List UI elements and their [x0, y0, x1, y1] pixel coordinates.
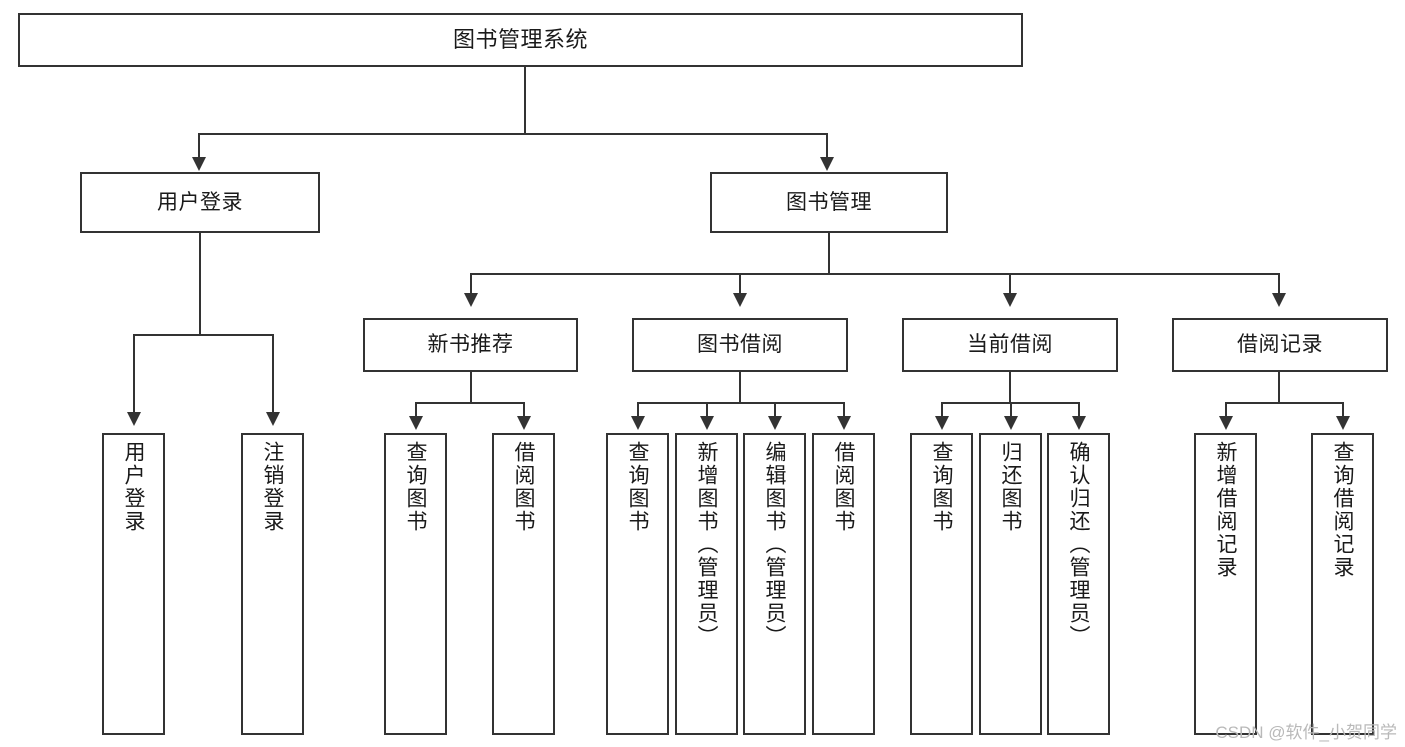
arrow-user-login-leaf2: [266, 412, 280, 426]
leaf-borrow-edit-book-label: 编辑图书（管理员）: [763, 441, 786, 648]
connector-new-book-leaf1: [415, 402, 417, 418]
connector-root-to-user-login: [198, 133, 200, 159]
connector-user-login-leaf2: [272, 334, 274, 414]
connector-user-login-leaf1: [133, 334, 135, 414]
leaf-newbook-query-book[interactable]: 查询图书: [384, 433, 447, 735]
leaf-borrow-borrow-book-label: 借阅图书: [832, 441, 855, 533]
arrow-bm-to-current-borrow: [1003, 293, 1017, 307]
arrow-borrow-record-leaf2: [1336, 416, 1350, 430]
connector-bm-to-new-book: [470, 273, 472, 295]
leaf-record-query-record-label: 查询借阅记录: [1331, 441, 1354, 579]
node-user-login-label: 用户登录: [157, 190, 243, 214]
connector-current-borrow-leaf1: [941, 402, 943, 418]
connector-book-borrow-leaf2: [706, 402, 708, 418]
connector-root-to-book-manage: [826, 133, 828, 159]
arrow-user-login-leaf1: [127, 412, 141, 426]
leaf-borrow-query-book-label: 查询图书: [626, 441, 649, 533]
connector-current-borrow-leaf2: [1010, 402, 1012, 418]
leaf-borrow-add-book-label: 新增图书（管理员）: [695, 441, 718, 648]
leaf-current-return-book[interactable]: 归还图书: [979, 433, 1042, 735]
arrow-root-to-book-manage: [820, 157, 834, 171]
connector-new-book-stem: [470, 372, 472, 402]
connector-book-manage-bus: [470, 273, 1280, 275]
connector-book-borrow-stem: [739, 372, 741, 402]
leaf-current-confirm-return-label: 确认归还（管理员）: [1067, 441, 1090, 648]
leaf-current-confirm-return[interactable]: 确认归还（管理员）: [1047, 433, 1110, 735]
leaf-user-login[interactable]: 用户登录: [102, 433, 165, 735]
node-current-borrow[interactable]: 当前借阅: [902, 318, 1118, 372]
node-borrow-record-label: 借阅记录: [1237, 333, 1323, 357]
leaf-current-query-book-label: 查询图书: [930, 441, 953, 533]
leaf-record-query-record[interactable]: 查询借阅记录: [1311, 433, 1374, 735]
connector-user-login-stem: [199, 233, 201, 334]
leaf-newbook-query-book-label: 查询图书: [404, 441, 427, 533]
connector-borrow-record-bus: [1225, 402, 1343, 404]
connector-root-stem: [524, 67, 526, 133]
leaf-record-add-record[interactable]: 新增借阅记录: [1194, 433, 1257, 735]
arrow-new-book-leaf1: [409, 416, 423, 430]
arrow-bm-to-book-borrow: [733, 293, 747, 307]
arrow-book-borrow-leaf1: [631, 416, 645, 430]
connector-borrow-record-stem: [1278, 372, 1280, 402]
connector-current-borrow-stem: [1009, 372, 1011, 402]
node-book-manage[interactable]: 图书管理: [710, 172, 948, 233]
connector-book-borrow-bus: [637, 402, 845, 404]
leaf-borrow-add-book[interactable]: 新增图书（管理员）: [675, 433, 738, 735]
leaf-borrow-borrow-book[interactable]: 借阅图书: [812, 433, 875, 735]
leaf-current-query-book[interactable]: 查询图书: [910, 433, 973, 735]
arrow-borrow-record-leaf1: [1219, 416, 1233, 430]
connector-bm-to-book-borrow: [739, 273, 741, 295]
node-book-borrow[interactable]: 图书借阅: [632, 318, 848, 372]
arrow-bm-to-borrow-record: [1272, 293, 1286, 307]
leaf-user-login-label: 用户登录: [122, 441, 145, 533]
arrow-new-book-leaf2: [517, 416, 531, 430]
node-root-system-label: 图书管理系统: [452, 26, 588, 52]
connector-book-manage-stem: [828, 233, 830, 273]
leaf-current-return-book-label: 归还图书: [999, 441, 1022, 533]
node-new-book-recommend[interactable]: 新书推荐: [363, 318, 578, 372]
connector-book-borrow-leaf3: [774, 402, 776, 418]
leaf-newbook-borrow-book[interactable]: 借阅图书: [492, 433, 555, 735]
arrow-bm-to-new-book: [464, 293, 478, 307]
leaf-record-add-record-label: 新增借阅记录: [1214, 441, 1237, 579]
node-new-book-recommend-label: 新书推荐: [427, 333, 514, 357]
connector-current-borrow-leaf3: [1078, 402, 1080, 418]
connector-borrow-record-leaf2: [1342, 402, 1344, 418]
leaf-borrow-query-book[interactable]: 查询图书: [606, 433, 669, 735]
connector-book-borrow-leaf4: [843, 402, 845, 418]
node-book-borrow-label: 图书借阅: [697, 333, 783, 357]
arrow-book-borrow-leaf4: [837, 416, 851, 430]
leaf-logout-login[interactable]: 注销登录: [241, 433, 304, 735]
arrow-book-borrow-leaf3: [768, 416, 782, 430]
connector-root-bus: [198, 133, 826, 135]
connector-borrow-record-leaf1: [1225, 402, 1227, 418]
connector-book-borrow-leaf1: [637, 402, 639, 418]
leaf-logout-login-label: 注销登录: [261, 441, 284, 533]
leaf-newbook-borrow-book-label: 借阅图书: [512, 441, 535, 533]
connector-user-login-bus: [133, 334, 272, 336]
arrow-root-to-user-login: [192, 157, 206, 171]
arrow-current-borrow-leaf2: [1004, 416, 1018, 430]
arrow-book-borrow-leaf2: [700, 416, 714, 430]
connector-bm-to-borrow-record: [1278, 273, 1280, 295]
leaf-borrow-edit-book[interactable]: 编辑图书（管理员）: [743, 433, 806, 735]
node-book-manage-label: 图书管理: [786, 190, 872, 214]
arrow-current-borrow-leaf3: [1072, 416, 1086, 430]
connector-new-book-leaf2: [523, 402, 525, 418]
node-borrow-record[interactable]: 借阅记录: [1172, 318, 1388, 372]
csdn-watermark: CSDN @软件_小贺同学: [1215, 723, 1397, 742]
connector-new-book-bus: [415, 402, 525, 404]
node-root-system[interactable]: 图书管理系统: [18, 13, 1023, 67]
node-current-borrow-label: 当前借阅: [967, 333, 1053, 357]
arrow-current-borrow-leaf1: [935, 416, 949, 430]
node-user-login[interactable]: 用户登录: [80, 172, 320, 233]
connector-bm-to-current-borrow: [1009, 273, 1011, 295]
